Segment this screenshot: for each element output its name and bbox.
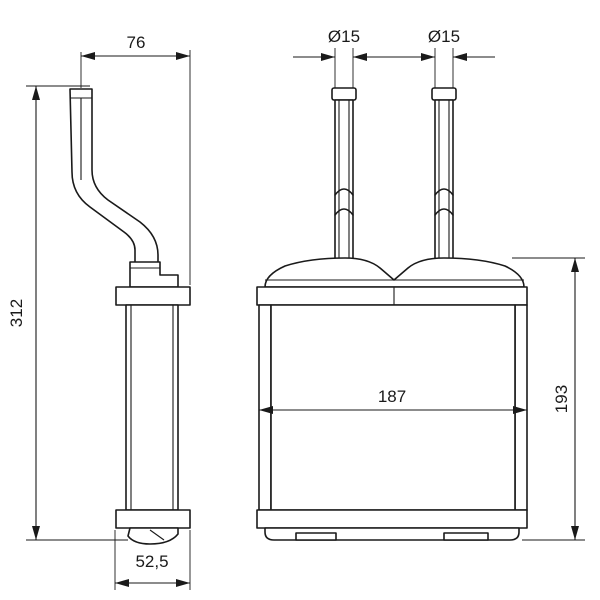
- front-core: [270, 304, 516, 511]
- side-top-flange: [115, 286, 191, 306]
- front-pipe-right: [431, 87, 457, 261]
- front-bottom-flange: [256, 509, 528, 529]
- dimension-side-width: 76: [80, 33, 191, 285]
- front-foot-right: [443, 532, 489, 541]
- dimension-label-diameter-left: Ø15: [328, 27, 360, 46]
- front-view: [256, 87, 528, 541]
- front-pipe-left: [331, 87, 357, 261]
- dimension-total-height: 312: [7, 85, 128, 541]
- dimension-label-diameter-right: Ø15: [428, 27, 460, 46]
- dimension-label-76: 76: [127, 33, 146, 52]
- dimension-bottom-depth: 52,5: [114, 530, 191, 590]
- front-foot-left: [295, 532, 337, 541]
- dimension-core-width: 187: [259, 387, 527, 414]
- front-top-flange: [256, 286, 528, 306]
- side-pipe: [69, 88, 159, 264]
- dimension-pipe-diameter-right: Ø15: [395, 27, 495, 88]
- dimension-pipe-diameter-left: Ø15: [293, 27, 395, 88]
- front-top-tank: [264, 257, 525, 288]
- dimension-label-187: 187: [378, 387, 406, 406]
- dimension-core-height: 193: [512, 257, 585, 541]
- dimension-label-52-5: 52,5: [135, 552, 168, 571]
- dimension-label-193: 193: [552, 385, 571, 413]
- side-pipe-collar: [129, 261, 179, 288]
- side-core-body: [125, 304, 179, 511]
- side-bottom-nub: [127, 527, 179, 545]
- side-bottom-flange: [115, 509, 191, 529]
- side-view: [69, 88, 191, 545]
- dimension-label-312: 312: [7, 299, 26, 327]
